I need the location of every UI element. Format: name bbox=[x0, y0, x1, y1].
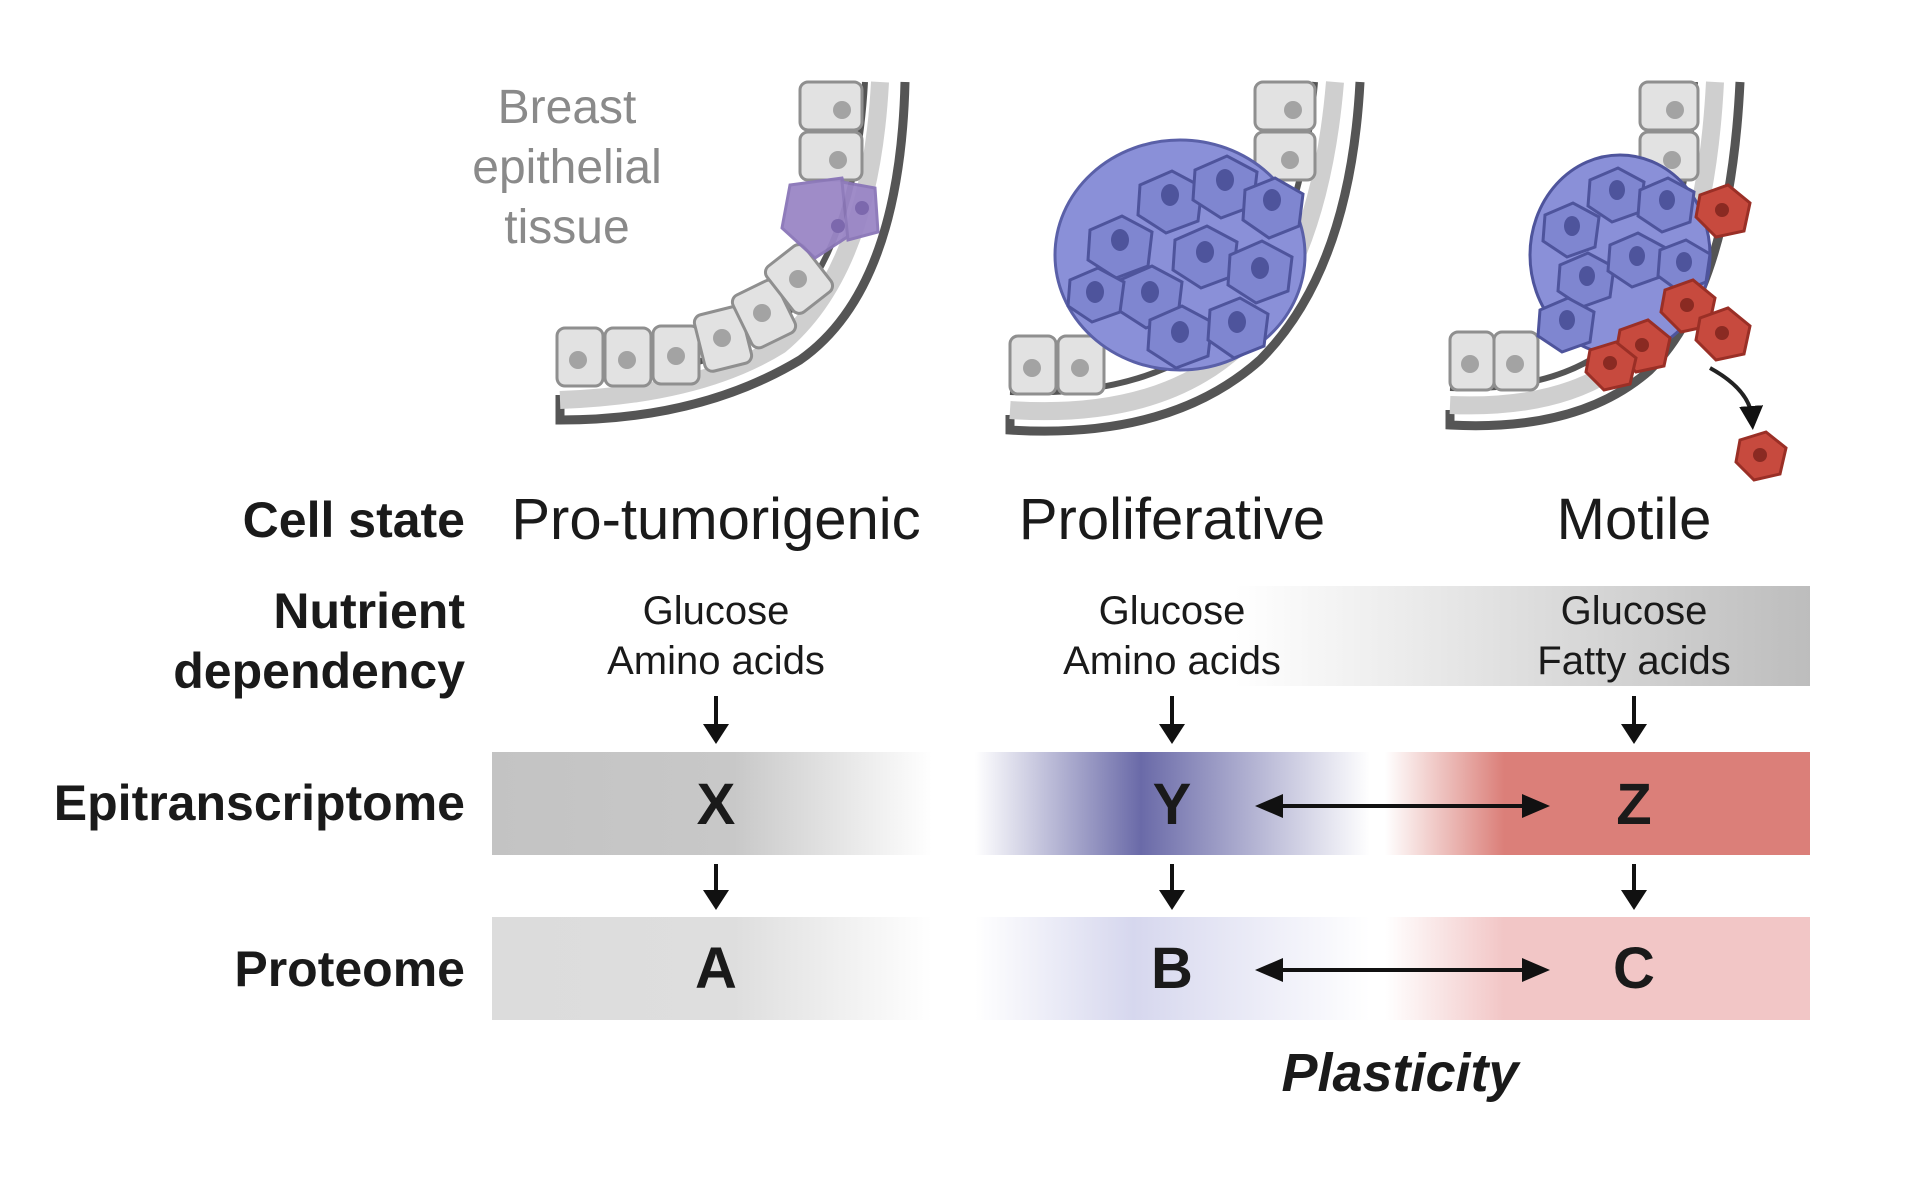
epi-band-z bbox=[1385, 752, 1810, 855]
row-label-nutrient-1: Nutrient bbox=[273, 583, 465, 639]
cell-state-motile: Motile bbox=[1556, 487, 1712, 552]
row-label-proteome: Proteome bbox=[234, 941, 465, 997]
nutrient-col2-line2: Amino acids bbox=[1063, 639, 1281, 683]
nutrient-col1-line1: Glucose bbox=[642, 589, 790, 633]
row-label-cell-state: Cell state bbox=[242, 492, 465, 548]
nutrient-col2: Glucose Amino acids bbox=[1012, 586, 1332, 686]
nutrient-col3: Glucose Fatty acids bbox=[1474, 586, 1794, 686]
cell-state-pro-tumorigenic: Pro-tumorigenic bbox=[511, 487, 921, 552]
epi-band-x bbox=[492, 752, 932, 855]
double-arrow-prot bbox=[1255, 958, 1550, 982]
epi-letter-z: Z bbox=[1616, 772, 1652, 837]
epi-letter-y: Y bbox=[1152, 772, 1192, 837]
down-arrows bbox=[703, 696, 1647, 910]
cell-state-proliferative: Proliferative bbox=[1018, 487, 1326, 552]
tissue-panel-proliferative bbox=[1005, 80, 1365, 436]
tissue-panel-motile bbox=[1445, 80, 1788, 482]
prot-letter-a: A bbox=[695, 936, 737, 1001]
epi-letter-x: X bbox=[696, 772, 736, 837]
tissue-panel-pro-tumorigenic bbox=[555, 80, 910, 425]
nutrient-col1: Glucose Amino acids bbox=[556, 586, 876, 686]
row-label-nutrient-2: dependency bbox=[173, 643, 465, 699]
epi-band-y bbox=[975, 752, 1370, 855]
nutrient-col1-line2: Amino acids bbox=[607, 639, 825, 683]
row-label-epitranscriptome: Epitranscriptome bbox=[53, 775, 465, 831]
nutrient-band bbox=[1235, 586, 1810, 686]
tissue-label: Breast epithelial tissue bbox=[472, 81, 662, 254]
nutrient-col3-line1: Glucose bbox=[1560, 589, 1708, 633]
prot-band-a bbox=[492, 917, 932, 1020]
double-arrow-epi bbox=[1255, 794, 1550, 818]
nutrient-col3-line2: Fatty acids bbox=[1537, 639, 1731, 683]
nutrient-col2-line1: Glucose bbox=[1098, 589, 1246, 633]
plasticity-label: Plasticity bbox=[1281, 1043, 1519, 1103]
prot-letter-c: C bbox=[1613, 936, 1655, 1001]
prot-letter-b: B bbox=[1151, 936, 1193, 1001]
